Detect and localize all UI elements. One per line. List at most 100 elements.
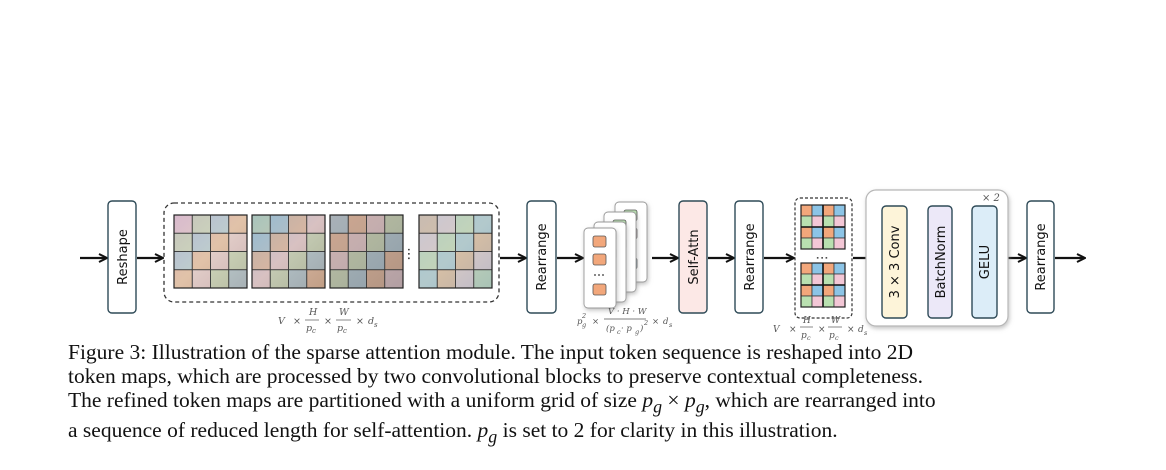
caption-line-2: token maps, which are processed by two c… [68, 364, 923, 388]
image-patch [269, 251, 289, 271]
image-patch [347, 251, 367, 271]
grid-cell [800, 273, 813, 286]
image-patch [251, 214, 271, 234]
grid-cell [800, 226, 813, 239]
dim-W: W [339, 307, 350, 318]
rearrange-block-1: Rearrange [526, 200, 557, 314]
dim-d: d [368, 316, 374, 327]
sequence-token [592, 235, 607, 248]
self-attn-block: Self-Attn [678, 200, 708, 314]
seq-den-sub1: c [617, 328, 621, 336]
grid-dim-pc-2: p [829, 331, 835, 340]
gelu-label: GELU [978, 245, 993, 279]
image-patch [306, 251, 326, 271]
image-patch [455, 214, 475, 234]
caption-pg-1: p [642, 388, 654, 412]
grid-dim-V: V [773, 325, 781, 335]
caption-pg-2-sub: g [695, 396, 705, 417]
image-patch [436, 251, 456, 271]
rearrange-block-3: Rearrange [1026, 200, 1055, 314]
caption-line-4-text-b: is set to 2 for clarity in this illustra… [497, 418, 838, 443]
seq-pg-sub: g [582, 321, 586, 329]
grid-dim-pc-1: p [801, 331, 807, 340]
image-patch [251, 232, 271, 252]
seq-den-sup: 2 [643, 319, 648, 327]
image-patch [418, 251, 438, 271]
seq-d: d [663, 317, 669, 327]
image-patch [306, 214, 326, 234]
refined-token-grids: ⋮ [794, 197, 853, 319]
token-sequence-stack [583, 201, 648, 309]
batchnorm-label: BatchNorm [934, 226, 949, 299]
dim-pc-1: p [306, 323, 312, 334]
image-patch [210, 269, 230, 289]
image-patch [228, 269, 248, 289]
grid-cell [800, 204, 813, 217]
image-patch [191, 214, 211, 234]
image-patch [228, 214, 248, 234]
seq-den-close: ) [639, 323, 643, 334]
dim-pc-2-sub: c [343, 327, 347, 335]
color-token-grid [800, 204, 846, 250]
image-patch [269, 269, 289, 289]
caption-pg-3: p [477, 418, 489, 443]
image-patch [173, 251, 193, 271]
grid-cell [833, 215, 846, 228]
dim-times-1: × [293, 316, 301, 327]
sequence-token [592, 283, 607, 296]
grid-dim-times-3: × [847, 325, 855, 335]
conv-3x3-block: 3 × 3 Conv [881, 205, 908, 319]
grid-cell [822, 226, 835, 239]
image-patch [384, 251, 404, 271]
dim-pc-2: p [337, 323, 343, 334]
image-token-map [329, 214, 404, 289]
grid-cell [800, 295, 813, 308]
seq-d-sub: s [669, 321, 673, 329]
dim-pc-1-sub: c [312, 327, 316, 335]
sequence-card [583, 227, 617, 309]
image-patch [329, 214, 349, 234]
grid-cell [800, 237, 813, 250]
image-patch [347, 214, 367, 234]
grid-cell [822, 204, 835, 217]
seq-numerator: V · H · W [608, 307, 648, 317]
image-patch [191, 269, 211, 289]
image-patch [384, 232, 404, 252]
image-patch [288, 232, 308, 252]
caption-line-4-text-a: a sequence of reduced length for self-at… [68, 418, 478, 443]
caption-line-3-text-b: , which are rearranged into [704, 388, 936, 412]
image-patch [210, 251, 230, 271]
self-attn-label: Self-Attn [687, 229, 702, 284]
image-patch [288, 269, 308, 289]
grid-cell [833, 262, 846, 275]
seq-times-1: × [592, 317, 599, 327]
token-sequence-dims: p g 2 × V · H · W (p c · p g ) 2 × d s [577, 307, 673, 336]
image-patch [329, 251, 349, 271]
image-patch [455, 269, 475, 289]
sparse-attention-diagram: Reshape ⋮ V × H p c × W p c × d s Rearra… [80, 189, 1166, 340]
image-patch [473, 214, 493, 234]
image-patch [384, 269, 404, 289]
reshape-block: Reshape [107, 200, 137, 314]
grid-cell [811, 284, 824, 297]
image-patch [288, 251, 308, 271]
image-patch [366, 232, 386, 252]
image-patch [329, 269, 349, 289]
image-token-map [173, 214, 248, 289]
seq-pg-sup: 2 [581, 312, 586, 320]
image-patch [366, 269, 386, 289]
image-patch [251, 269, 271, 289]
caption-times: × [662, 388, 685, 412]
image-patch [384, 214, 404, 234]
grids-container [794, 197, 853, 319]
grid-dim-times-1: × [789, 325, 797, 335]
grid-cell [833, 204, 846, 217]
gelu-block: GELU [971, 205, 998, 319]
grid-cell [822, 273, 835, 286]
dim-d-sub: s [374, 321, 378, 329]
grid-cell [811, 262, 824, 275]
grid-cell [822, 284, 835, 297]
grid-dim-H: H [802, 316, 811, 326]
image-patch [436, 232, 456, 252]
image-patch [269, 232, 289, 252]
